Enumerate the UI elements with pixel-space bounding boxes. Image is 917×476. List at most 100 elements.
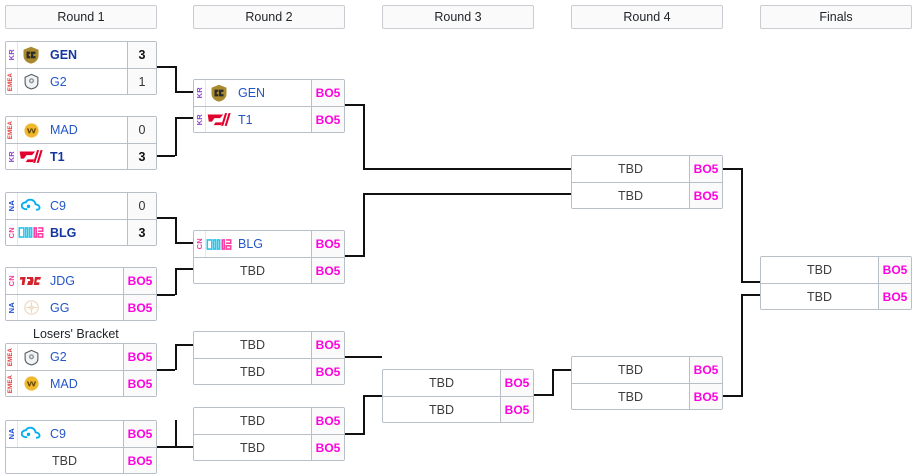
- region-tag: NA: [6, 193, 18, 219]
- team-name-tbd: TBD: [240, 364, 265, 379]
- region-tag-label: KR: [6, 49, 16, 61]
- connector-line: [157, 155, 175, 157]
- team-name: MAD: [50, 123, 78, 137]
- connector-line: [175, 268, 193, 270]
- team-name-tbd: TBD: [618, 389, 643, 404]
- series-format-badge: BO5: [123, 371, 156, 396]
- team-name-tbd: TBD: [240, 440, 265, 455]
- series-format-badge: BO5: [123, 295, 156, 320]
- connector-line: [175, 268, 177, 295]
- team-name-tbd: TBD: [240, 338, 265, 352]
- region-tag-label: EMEA: [8, 120, 15, 140]
- series-format-badge: BO5: [878, 284, 911, 309]
- connector-line: [157, 446, 175, 448]
- region-tag-label: CN: [6, 226, 16, 239]
- gen-logo: [18, 42, 44, 68]
- series-format-badge: BO5: [689, 156, 722, 182]
- match-row[interactable]: NA C9 BO5: [6, 421, 156, 447]
- match-score: 0: [127, 193, 156, 219]
- region-tag: EMEA: [6, 69, 18, 94]
- connector-line: [363, 193, 571, 195]
- mad-logo: [18, 117, 44, 143]
- team-name: BLG: [50, 225, 77, 240]
- team-name-tbd: TBD: [429, 376, 454, 390]
- connector-line: [175, 117, 193, 119]
- series-format-badge: BO5: [311, 231, 344, 257]
- blg-logo: [206, 231, 232, 257]
- connector-line: [741, 294, 743, 396]
- connector-line: [741, 168, 743, 282]
- series-format-badge: BO5: [311, 408, 344, 434]
- match-score: 1: [127, 69, 156, 94]
- connector-line: [175, 344, 177, 370]
- region-tag: NA: [6, 421, 18, 447]
- region-tag: CN: [194, 231, 206, 257]
- gg-logo: [18, 295, 44, 320]
- region-tag-label: KR: [194, 113, 204, 126]
- connector-line: [741, 281, 760, 283]
- match-row[interactable]: TBD BO5: [383, 370, 533, 396]
- connector-line: [741, 294, 760, 296]
- series-format-badge: BO5: [878, 257, 911, 283]
- g2-logo: [18, 344, 44, 370]
- connector-line: [345, 433, 365, 435]
- connector-line: [363, 395, 365, 434]
- connector-line: [175, 242, 193, 244]
- region-tag: KR: [194, 107, 206, 132]
- series-format-badge: BO5: [311, 359, 344, 384]
- round-header-4: Round 4: [571, 5, 723, 29]
- team-name: C9: [50, 427, 66, 441]
- match-row[interactable]: TBD BO5: [194, 358, 344, 384]
- region-tag: KR: [6, 42, 18, 68]
- connector-line: [534, 394, 554, 396]
- series-format-badge: BO5: [311, 258, 344, 283]
- connector-line: [345, 356, 382, 358]
- series-format-badge: BO5: [500, 370, 533, 396]
- match-score: 3: [127, 42, 156, 68]
- match-score: 3: [127, 144, 156, 169]
- series-format-badge: BO5: [123, 421, 156, 447]
- connector-line: [157, 294, 175, 296]
- region-tag-label: KR: [6, 150, 16, 163]
- region-tag-label: NA: [6, 200, 16, 212]
